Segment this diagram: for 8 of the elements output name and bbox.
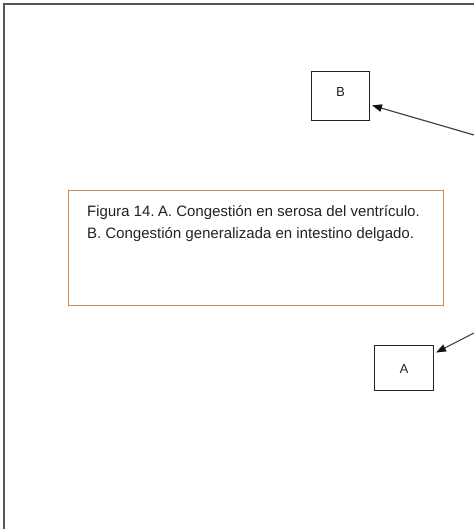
panel-letter: B xyxy=(336,83,345,101)
label-box xyxy=(374,345,434,391)
arrow xyxy=(436,332,474,353)
panel-letter: A xyxy=(400,360,408,378)
caption-text: Figura 14. A. Congestión en serosa del ventrículo. B. Congestión generalizada en intestino delgado. xyxy=(87,203,420,242)
caption-box xyxy=(68,190,444,306)
label-box xyxy=(311,71,370,121)
arrow xyxy=(372,104,474,136)
